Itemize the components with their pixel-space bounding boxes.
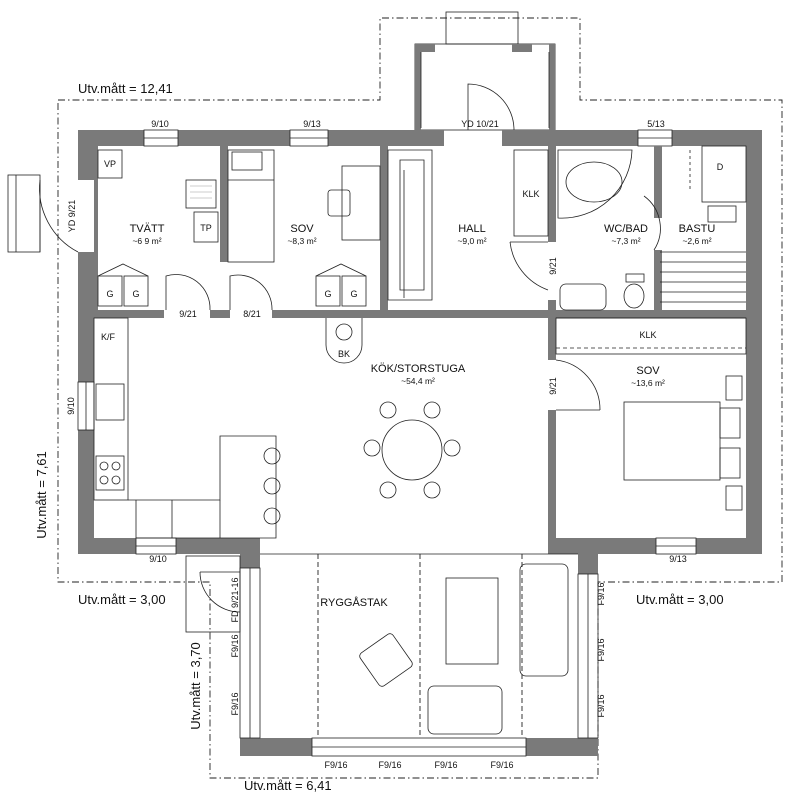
klk-label: KLK: [639, 330, 656, 340]
doors: [39, 83, 661, 633]
room-area-sov1: ~8,3 m²: [287, 236, 316, 246]
window-label: F9/16: [596, 638, 606, 661]
room-name-sov1: SOV: [290, 223, 314, 235]
d-label: D: [717, 162, 724, 172]
entrance-canopy: [445, 11, 519, 45]
window-label: 9/13: [303, 119, 321, 129]
hall-furniture: [387, 149, 549, 301]
window-label: F9/16: [434, 760, 457, 770]
porch-furniture: [359, 563, 569, 735]
room-name-wcbad: WC/BAD: [604, 223, 648, 235]
room-area-hall: ~9,0 m²: [457, 236, 486, 246]
door-label: FD 9/21-16: [230, 577, 240, 622]
window-label: F9/16: [378, 760, 401, 770]
interior-walls: [94, 146, 746, 550]
window-label: 9/13: [669, 554, 687, 564]
dimension-porch-bottom: Utv.mått = 6,41: [244, 778, 332, 793]
bathroom-fixtures: [557, 145, 747, 311]
bedroom1-furniture: [227, 149, 381, 263]
room-name-kok: KÖK/STORSTUGA: [371, 363, 466, 375]
kitchen-fixtures: [93, 317, 747, 539]
window-label: 5/13: [647, 119, 665, 129]
kf-label: K/F: [101, 332, 116, 342]
window-label: F9/16: [230, 692, 240, 715]
dimension-bottom-left: Utv.mått = 3,00: [78, 592, 166, 607]
room-name-ryggastak: RYGGÅSTAK: [320, 596, 388, 609]
window-label: F9/16: [596, 582, 606, 605]
dimension-left: Utv.mått = 7,61: [34, 451, 49, 539]
window-label: F9/16: [324, 760, 347, 770]
side-step: [7, 174, 41, 253]
door-label: YD 10/21: [461, 119, 499, 129]
door-label: 9/21: [548, 257, 558, 275]
room-area-bastu: ~2,6 m²: [682, 236, 711, 246]
g-label: G: [350, 289, 357, 299]
room-name-hall: HALL: [458, 223, 486, 235]
room-labels: TVÄTT ~6 9 m² SOV ~8,3 m² HALL ~9,0 m² W…: [130, 223, 716, 609]
g-label: G: [132, 289, 139, 299]
bk-label: BK: [338, 349, 350, 359]
room-area-wcbad: ~7,3 m²: [611, 236, 640, 246]
door-label: 8/21: [243, 309, 261, 319]
vp-label: VP: [104, 159, 116, 169]
door-label: YD 9/21: [67, 200, 77, 233]
klk-label: KLK: [522, 189, 539, 199]
bedroom2-furniture: [623, 375, 743, 511]
door-label: 9/21: [179, 309, 197, 319]
tp-label: TP: [200, 223, 212, 233]
door-label: 9/21: [548, 377, 558, 395]
g-label: G: [106, 289, 113, 299]
porch-walls: [239, 553, 599, 757]
fixture-labels: VP TP G G G G D K/F BK KLK KLK: [101, 159, 724, 359]
g-label: G: [324, 289, 331, 299]
dining-table: [363, 401, 461, 499]
window-label: 9/10: [149, 554, 167, 564]
room-name-tvatt: TVÄTT: [130, 223, 165, 235]
room-area-tvatt: ~6 9 m²: [132, 236, 161, 246]
window-label: F9/16: [596, 694, 606, 717]
room-name-bastu: BASTU: [679, 223, 716, 235]
window-label: 9/10: [151, 119, 169, 129]
room-area-sov2: ~13,6 m²: [631, 378, 665, 388]
opening-labels: 9/10 9/13 YD 10/21 5/13 YD 9/21 9/10 9/1…: [66, 119, 687, 770]
laundry-fixtures: [97, 149, 367, 307]
dimension-labels: Utv.mått = 12,41 Utv.mått = 7,61 Utv.måt…: [34, 81, 724, 793]
dimension-bottom-right: Utv.mått = 3,00: [636, 592, 724, 607]
room-name-sov2: SOV: [636, 365, 660, 377]
roof-outline: [57, 17, 783, 779]
window-label: 9/10: [66, 397, 76, 415]
dimension-porch-side: Utv.mått = 3,70: [188, 642, 203, 730]
exterior-walls: [78, 130, 762, 554]
entrance-porch: [414, 43, 556, 131]
window-label: F9/16: [490, 760, 513, 770]
dimension-top: Utv.mått = 12,41: [78, 81, 173, 96]
room-area-kok: ~54,4 m²: [401, 376, 435, 386]
window-label: F9/16: [230, 634, 240, 657]
